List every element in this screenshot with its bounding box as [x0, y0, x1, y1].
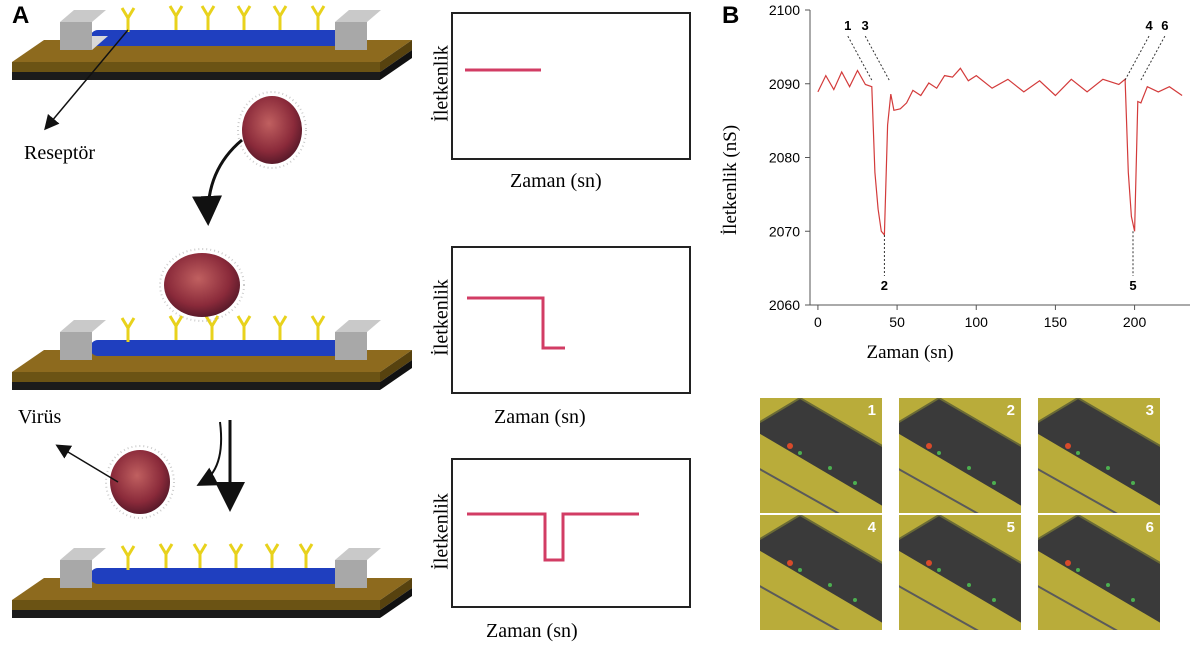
micrograph-6: 6: [1038, 515, 1160, 630]
annotation-leader: [864, 35, 890, 81]
virus-2: [105, 445, 175, 519]
x-tick-label: 0: [814, 314, 822, 330]
micrograph-5: 5: [899, 515, 1021, 630]
panel-b-label: B: [722, 2, 740, 29]
x-tick-label: 100: [965, 314, 989, 330]
mini-plot-3: [451, 458, 691, 608]
mini-plot-2-xlabel: Zaman (sn): [494, 406, 586, 428]
device-1: [12, 10, 412, 80]
y-tick-label: 2100: [769, 2, 800, 18]
y-tick-label: 2080: [769, 150, 800, 166]
micrograph-number: 5: [1006, 519, 1015, 536]
virus-label: Virüs: [18, 406, 62, 428]
micrograph-1: 1: [760, 398, 882, 513]
virus-1: [237, 91, 307, 169]
micrograph-number: 6: [1145, 519, 1154, 536]
annotation-label-5: 5: [1129, 278, 1136, 293]
annotation-label-3: 3: [862, 18, 869, 33]
curved-arrow-2: [196, 421, 223, 486]
annotation-label-4: 4: [1145, 18, 1153, 33]
y-tick-label: 2070: [769, 223, 800, 239]
annotation-label-6: 6: [1161, 18, 1168, 33]
micrograph-number: 4: [867, 519, 876, 536]
mini-plot-1-xlabel: Zaman (sn): [510, 170, 602, 192]
annotation-label-1: 1: [844, 18, 851, 33]
mini-plot-3-ylabel: İletkenlik: [430, 493, 453, 570]
mini-plot-3-trace: [467, 512, 639, 562]
chart-xlabel: Zaman (sn): [866, 342, 953, 363]
micrograph-number: 2: [1006, 402, 1015, 419]
mini-plot-1: [451, 12, 691, 160]
mini-plot-1-trace: [465, 68, 541, 72]
conductance-trace: [817, 67, 1183, 237]
receptors-2: [120, 315, 326, 342]
device-2: [12, 320, 412, 390]
receptor-label: Reseptör: [24, 142, 96, 164]
x-tick-label: 200: [1123, 314, 1147, 330]
annotation-leader: [1124, 35, 1150, 81]
receptor-pointer-arrow: [44, 29, 129, 131]
mini-plot-2-ylabel: İletkenlik: [430, 279, 453, 356]
y-tick-label: 2090: [769, 76, 800, 92]
mini-plot-2-trace: [467, 296, 565, 350]
annotation-leader: [1140, 35, 1166, 81]
micrograph-number: 3: [1145, 402, 1154, 419]
receptors-3: [120, 543, 314, 570]
annotation-leader: [847, 35, 873, 81]
curved-arrow-1: [192, 138, 243, 226]
micrograph-3: 3: [1038, 398, 1160, 513]
virus-pointer-arrow: [55, 444, 119, 483]
micrograph-4: 4: [760, 515, 882, 630]
mini-plot-2: [451, 246, 691, 394]
micrograph-2: 2: [899, 398, 1021, 513]
panel-a-label: A: [12, 2, 30, 29]
device-illustrations: [12, 5, 412, 618]
chart-ylabel: İletkenlik (nS): [720, 125, 741, 235]
receptors-1: [120, 5, 326, 32]
annotation-label-2: 2: [881, 278, 888, 293]
micrograph-number: 1: [867, 402, 876, 419]
virus-bound: [159, 248, 245, 322]
x-tick-label: 50: [889, 314, 905, 330]
chart-annotations: 1 2 3 4 5 6: [844, 18, 1168, 293]
chart-ticks: 0 50 100 150 200 2060 2070 2080 2090 2100: [769, 2, 1147, 330]
device-3: [12, 548, 412, 618]
mini-plot-3-xlabel: Zaman (sn): [486, 620, 578, 642]
mini-plot-1-ylabel: İletkenlik: [430, 45, 453, 122]
y-tick-label: 2060: [769, 297, 800, 313]
x-tick-label: 150: [1044, 314, 1068, 330]
